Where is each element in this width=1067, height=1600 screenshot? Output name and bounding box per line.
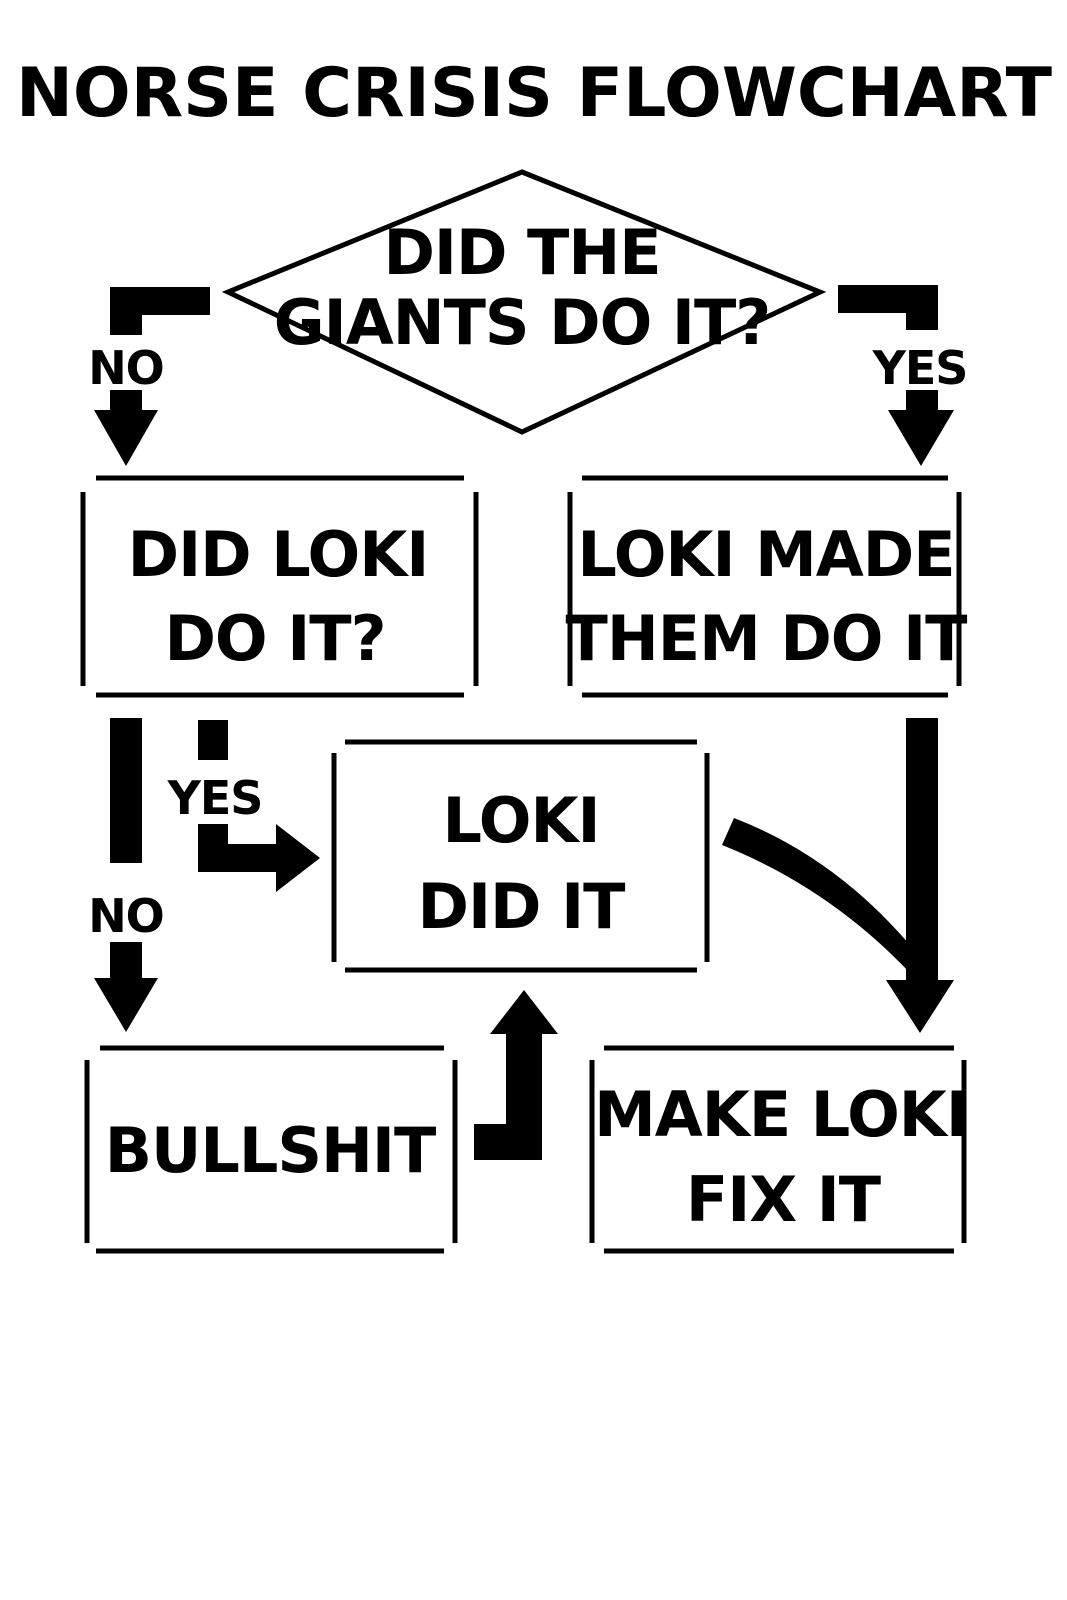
chart-title: NORSE CRISIS FLOWCHART [16,54,1053,133]
decision-did-loki-line-1: DID LOKI [128,518,429,591]
edge-label-no: NO [88,889,164,943]
node-make-loki-fix-it-line-1: MAKE LOKI [594,1078,968,1151]
arrow-head [94,410,158,466]
arrow-head [276,824,320,892]
decision-giants: DID THE GIANTS DO IT? [221,169,827,435]
edge-loki-made-to-fix [886,718,954,1033]
arrow-shaft [110,942,142,982]
arrow-shaft [906,285,938,330]
node-make-loki-fix-it: MAKE LOKI FIX IT [589,1045,969,1254]
decision-did-loki: DID LOKI DO IT? [80,475,479,698]
arrow-head [490,990,558,1034]
node-bullshit: BULLSHIT [84,1045,458,1254]
arrow-head [888,410,954,466]
edge-giants-yes: YES [838,285,968,466]
node-make-loki-fix-it-line-2: FIX IT [686,1163,881,1236]
node-loki-made: LOKI MADE THEM DO IT [566,475,968,698]
arrow-shaft [198,844,280,872]
edge-giants-no: NO [88,287,210,466]
arrow-shaft [506,1028,542,1160]
decision-giants-line-2: GIANTS DO IT? [274,286,770,359]
edge-did-loki-yes: YES [167,720,320,892]
node-loki-made-line-2: THEM DO IT [566,602,968,675]
node-bullshit-line-1: BULLSHIT [105,1114,436,1187]
arrow-shaft [906,718,938,986]
node-loki-made-line-1: LOKI MADE [577,518,954,591]
node-loki-did-it-line-1: LOKI [442,784,599,857]
node-loki-did-it: LOKI DID IT [331,739,710,973]
arrow-head [886,980,954,1033]
edge-loki-did-to-fix [722,818,930,975]
edge-label-yes: YES [167,771,263,825]
edge-bullshit-to-loki-did [474,990,558,1160]
edge-label-yes: YES [872,341,968,395]
arrow-shaft [198,720,228,760]
diamond-frame [221,169,827,435]
arrow-shaft [110,287,142,335]
node-loki-did-it-line-2: DID IT [418,870,626,943]
edge-label-no: NO [88,341,164,395]
edge-did-loki-no: NO [88,718,165,1032]
arrow-shaft [110,718,142,863]
arrow-head [94,978,158,1032]
decision-did-loki-line-2: DO IT? [164,602,385,675]
decision-giants-line-1: DID THE [383,216,660,289]
curved-arrow-band [722,818,930,975]
